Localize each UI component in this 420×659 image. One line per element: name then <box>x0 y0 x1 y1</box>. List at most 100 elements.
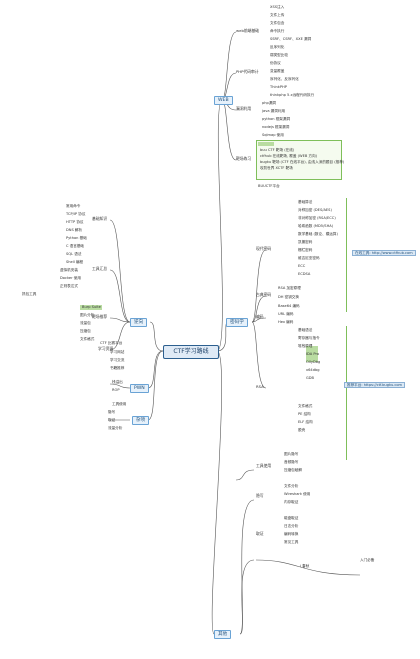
left-leaf: Shell 编程 <box>66 260 84 264</box>
left-item: 靶场推荐 <box>92 314 108 319</box>
misc-leaf: 图片隐写 <box>284 452 299 456</box>
pwn-leaf: 栈溢出 <box>112 380 123 384</box>
crypto-leaf: ECDSA <box>298 272 311 276</box>
crypto-item: RSA <box>256 384 264 389</box>
web-leaf: ThinkPHP <box>270 85 287 89</box>
crypto-leaf: 非对称加密 (RSA/ECC) <box>298 216 336 220</box>
reverse-leaf: OllyDbg <box>306 360 321 364</box>
crypto-leaf: 凯撒密码 <box>298 240 313 244</box>
left-leaf: C 语言基础 <box>66 244 85 248</box>
left-leaf: 图片分析 <box>80 313 95 317</box>
misc-leaf: 内存取证 <box>284 500 299 504</box>
misc-left-leaf: 流量分析 <box>108 426 123 430</box>
misc-left-leaf: 取证 <box>108 418 116 422</box>
crypto-note[interactable]: 在线工具: http://www.ctfhub.com <box>352 250 416 257</box>
web-leaf: 伪协议 <box>270 61 281 65</box>
web-item: 漏洞利用 <box>236 106 252 111</box>
branch-misc[interactable]: 杂项 <box>132 416 150 425</box>
misc-left-leaf: 隐写 <box>108 410 116 414</box>
web-item: web前端基础 <box>236 28 260 33</box>
misc-leaf: 常见工具 <box>284 540 299 544</box>
crypto-leaf: Base64 编码 <box>278 304 300 308</box>
web-green-box <box>256 140 342 180</box>
misc-leaf: 日志分析 <box>284 524 299 528</box>
web-green-item: BUUCTF平台 <box>258 184 280 188</box>
left-item: 工具汇总 <box>92 266 108 271</box>
left-leaf: HTTP 协议 <box>66 220 84 224</box>
web-leaf: nodejs 框架漏洞 <box>262 125 290 129</box>
left-leaf: Python 基础 <box>66 236 87 240</box>
left-leaf: DNS 解析 <box>66 228 83 232</box>
reverse-leaf: 堆栈原理 <box>298 344 313 348</box>
branch-other[interactable]: 其他 <box>214 630 232 639</box>
reverse-note[interactable]: 推荐平台: https://ctf.bugku.com <box>344 382 406 389</box>
connector-lines <box>109 31 361 635</box>
left-leaf: 流量包 <box>80 321 91 325</box>
misc-leaf: 文件分析 <box>284 484 299 488</box>
web-leaf: python 框架漏洞 <box>262 117 291 121</box>
web-leaf: SSRF、CSRF、XXE 漏洞 <box>270 37 312 41</box>
web-leaf: 命令执行 <box>270 29 285 33</box>
reverse-leaf: PE 结构 <box>298 412 311 416</box>
crypto-leaf: 数学基础 (数论、模运算) <box>298 232 338 236</box>
left-leaf: SQL 语法 <box>66 252 82 256</box>
web-green-item: ctfhub 在线靶场, 覆盖 (WEB 方向) <box>260 154 318 158</box>
left-leaf: Docker 使用 <box>60 276 81 280</box>
crypto-leaf: 哈希函数 (MD5/SHA) <box>298 224 334 228</box>
branch-reverse[interactable]: 逆向 <box>130 318 148 327</box>
crypto-leaf: 维吉尼亚密码 <box>298 256 320 260</box>
crypto-item: 编码 <box>256 314 264 319</box>
reverse-leaf: IDA Pro <box>306 352 320 356</box>
misc-leaf: 编码转换 <box>284 532 299 536</box>
left-other-item: CTF 比赛平台 <box>100 341 123 345</box>
crypto-bracket <box>346 198 347 312</box>
left-highlight: Burp Suite <box>82 305 101 309</box>
other-leaf: i 春秋 <box>300 564 310 568</box>
pwn-leaf: ROP <box>112 388 120 392</box>
reverse-leaf: ELF 结构 <box>298 420 313 424</box>
reverse-leaf: x64dbg <box>306 368 320 372</box>
web-green-item: buu CTF 靶场 (在线) <box>260 148 295 152</box>
web-green-item: 攻防世界 XCTF 靶场 <box>260 166 293 170</box>
reverse-bracket <box>346 326 347 460</box>
crypto-leaf: RSA 加密原理 <box>278 286 301 290</box>
reverse-leaf: 文件格式 <box>298 404 313 408</box>
web-leaf: 文件包含 <box>270 21 285 25</box>
branch-crypto[interactable]: 密码学 <box>226 318 248 327</box>
web-leaf: 弱类型比较 <box>270 53 288 57</box>
web-leaf: java 漏洞利用 <box>262 109 286 113</box>
left-leaf: 常用命令 <box>66 204 81 208</box>
left-item: 基础知识 <box>92 216 108 221</box>
left-leaf: 正则表达式 <box>60 284 78 288</box>
left-leaf: 文件格式 <box>80 337 95 341</box>
reverse-leaf: 寄存器与指令 <box>298 336 320 340</box>
crypto-leaf: ECC <box>298 264 306 268</box>
misc-leaf: 磁盘取证 <box>284 516 299 520</box>
misc-leaf: 压缩包破解 <box>284 468 302 472</box>
web-item: PHP代码审计 <box>236 69 259 74</box>
misc-item: 取证 <box>256 531 264 536</box>
crypto-leaf: DH 密钥交换 <box>278 295 299 299</box>
left-green-bar <box>80 305 102 310</box>
web-leaf: 序列化、反序列化 <box>270 77 299 81</box>
crypto-leaf: 基础算法 <box>298 200 313 204</box>
web-leaf: 变量覆盖 <box>270 69 285 73</box>
crypto-leaf: URL 编码 <box>278 312 294 316</box>
reverse-leaf: 脱壳 <box>298 428 306 432</box>
left-other-item: 书籍推荐 <box>110 366 125 370</box>
crypto-leaf: Hex 编码 <box>278 320 294 324</box>
left-other-item: 学习交流 <box>110 358 125 362</box>
left-leaf: 压缩包 <box>80 329 91 333</box>
branch-web[interactable]: WEB <box>214 96 233 105</box>
reverse-leaf: 基础语法 <box>298 328 313 332</box>
web-leaf: php漏洞 <box>262 101 277 105</box>
crypto-item: 古典密码 <box>256 292 272 297</box>
misc-item: 工具使用 <box>256 463 272 468</box>
web-leaf: XSS注入 <box>270 5 285 9</box>
left-leaf: TCP/IP 协议 <box>66 212 86 216</box>
branch-pwn[interactable]: PWN <box>130 384 149 393</box>
root-node[interactable]: CTF学习路线 <box>163 345 219 359</box>
left-leaf: 抓包工具 <box>22 292 37 296</box>
left-leaf: 虚拟机安装 <box>60 268 78 272</box>
